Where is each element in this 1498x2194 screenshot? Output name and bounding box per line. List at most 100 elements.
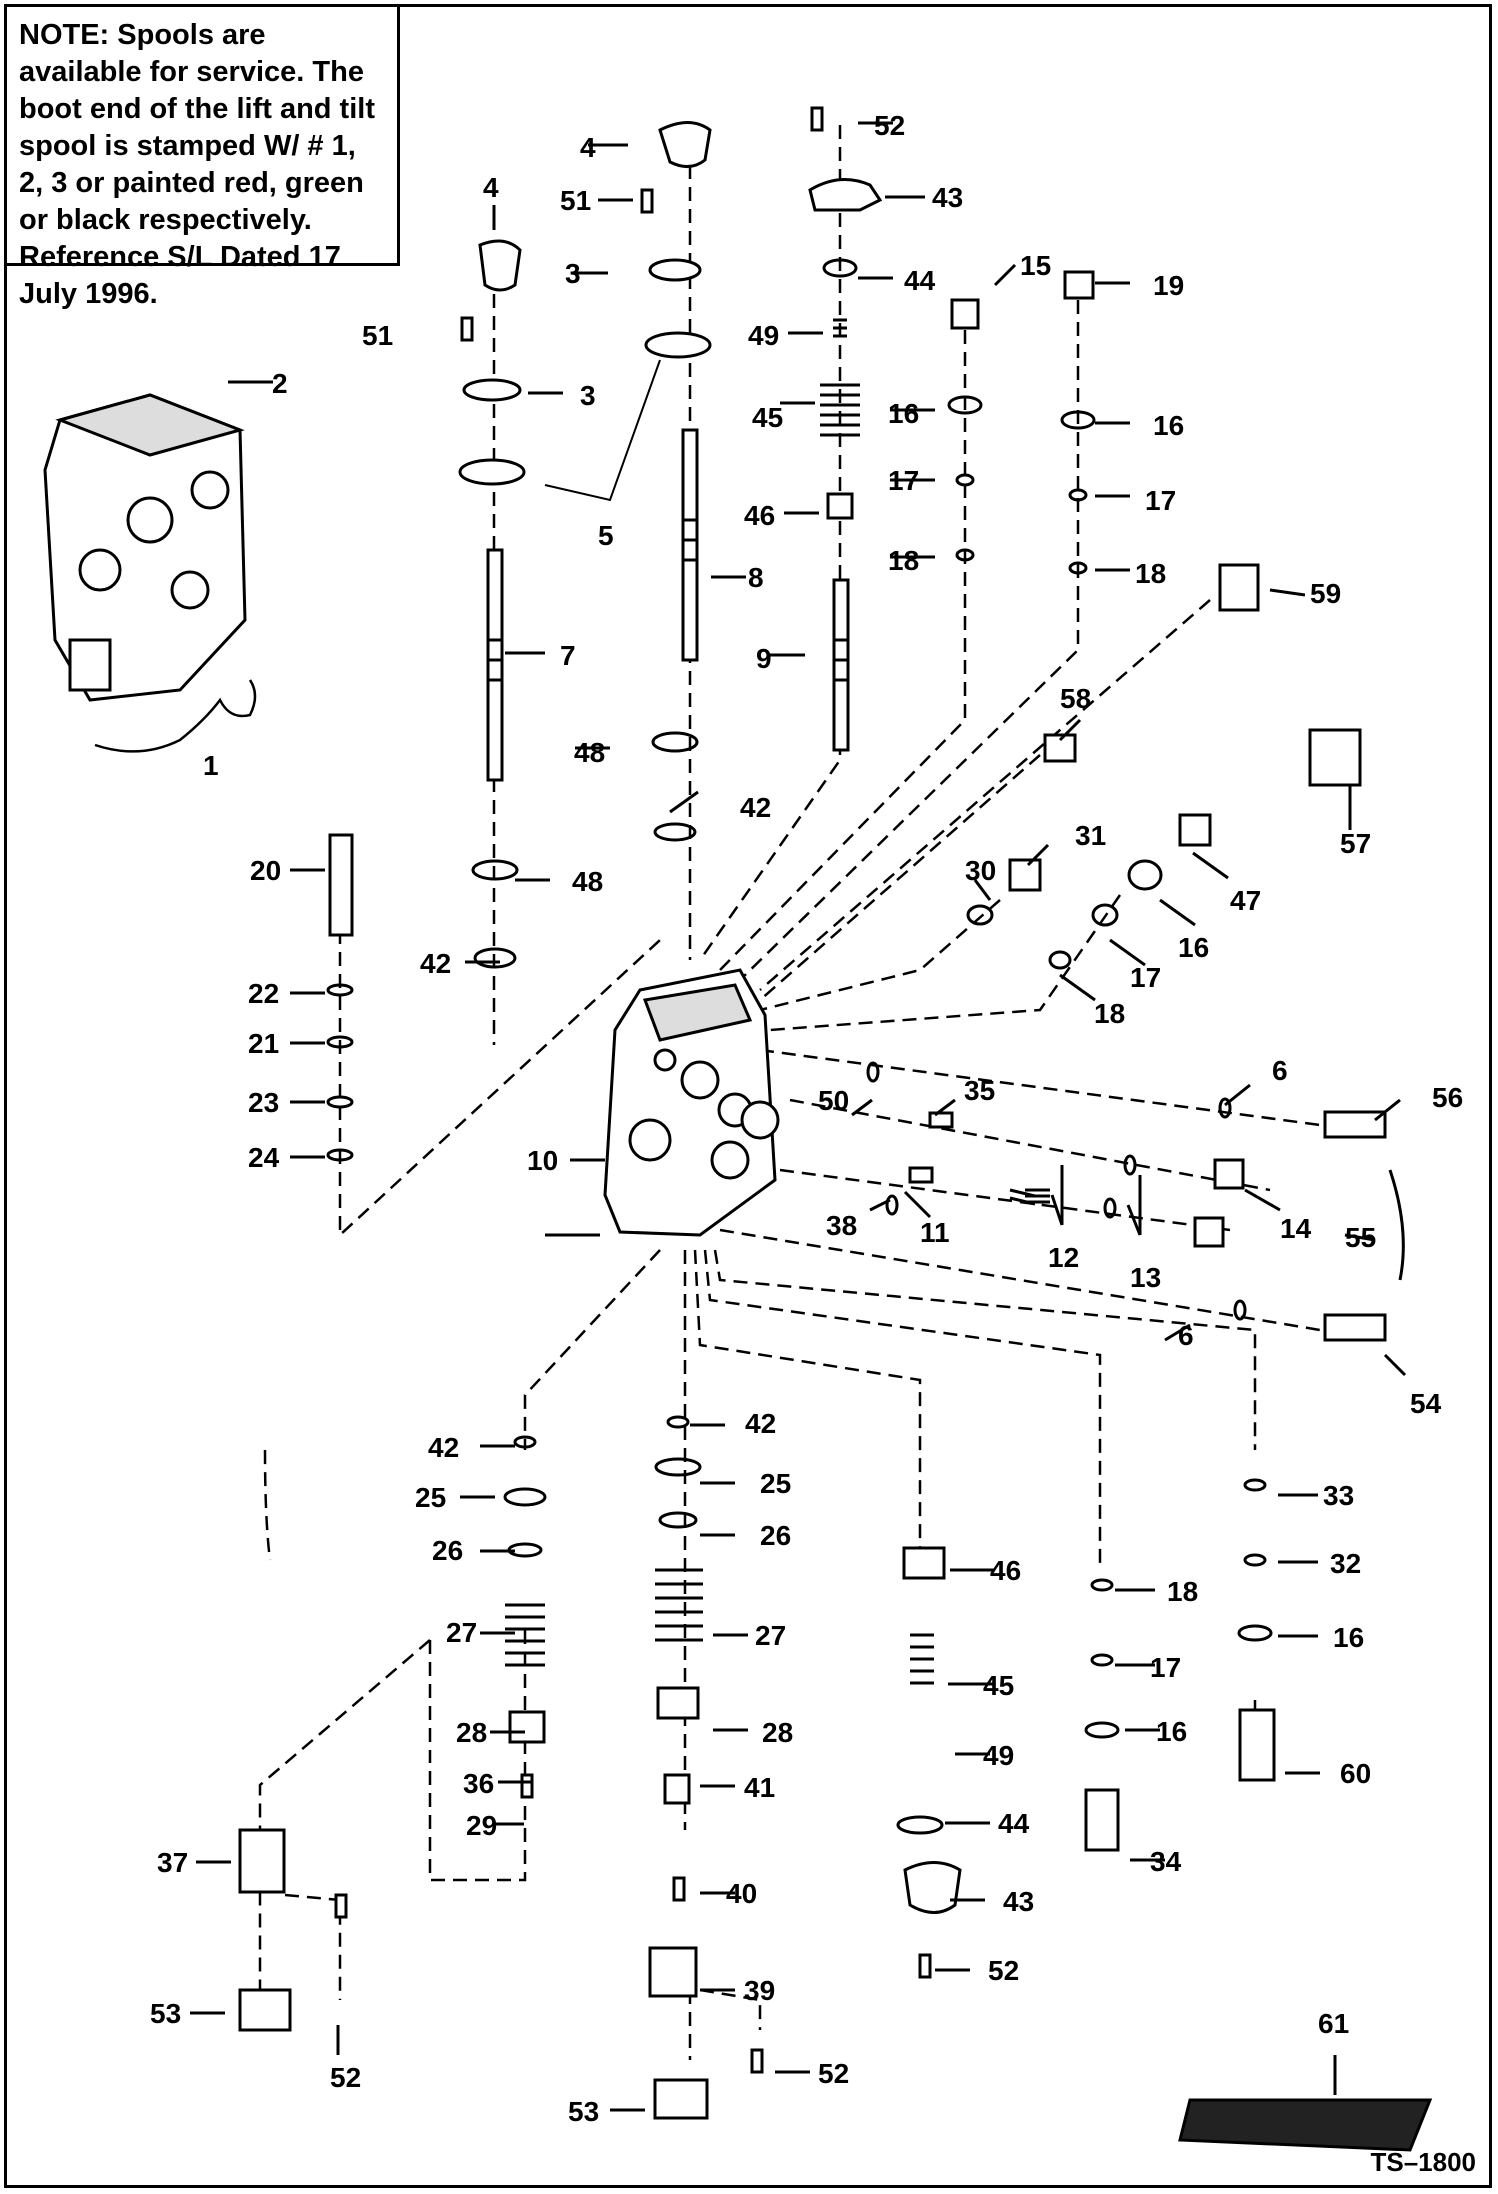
callout-4-upper: 4 — [580, 132, 596, 163]
callout-25-center: 25 — [760, 1468, 792, 1499]
callout-41: 41 — [744, 1772, 776, 1803]
callout-46-lower: 46 — [990, 1555, 1022, 1586]
callout-45-upper: 45 — [752, 402, 784, 433]
callout-9: 9 — [756, 643, 772, 674]
cap-46-upper — [826, 492, 854, 520]
callout-7: 7 — [560, 640, 576, 671]
switch-60 — [1238, 1708, 1276, 1782]
callout-16-right: 16 — [1333, 1622, 1365, 1653]
spring-27-left — [505, 1603, 545, 1667]
callout-26-center: 26 — [760, 1520, 792, 1551]
sleeve-28-center — [656, 1686, 700, 1720]
callout-35: 35 — [964, 1075, 996, 1106]
callout-2: 2 — [272, 368, 288, 399]
callout-44-lower: 44 — [998, 1808, 1030, 1839]
callout-58: 58 — [1060, 683, 1092, 714]
callout-17-col-d: 17 — [888, 465, 920, 496]
switch-57 — [1308, 728, 1362, 787]
callout-42-upper: 42 — [740, 792, 772, 823]
callout-24: 24 — [248, 1142, 280, 1173]
callout-22: 22 — [248, 978, 280, 1009]
callout-3-lower: 3 — [580, 380, 596, 411]
cap-43-lower — [903, 1861, 962, 1914]
callout-45-lower: 45 — [983, 1670, 1015, 1701]
valve-body — [603, 968, 780, 1237]
callout-52-bottom-center: 52 — [818, 2058, 850, 2089]
callout-46-upper: 46 — [744, 500, 776, 531]
callout-27-center: 27 — [755, 1620, 787, 1651]
spring-45-upper — [820, 383, 860, 437]
cap-53-center — [653, 2078, 709, 2120]
drawing-frame — [4, 4, 1492, 2188]
plate-3-upper — [648, 258, 702, 282]
fitting-54 — [1323, 1313, 1387, 1342]
callout-15: 15 — [1020, 250, 1052, 281]
callout-21: 21 — [248, 1028, 280, 1059]
housing-37 — [238, 1828, 286, 1894]
callout-32: 32 — [1330, 1548, 1362, 1579]
callout-42-left: 42 — [420, 948, 452, 979]
tube-55 — [1388, 1169, 1405, 1281]
callout-50: 50 — [818, 1085, 850, 1116]
spool-7 — [486, 548, 504, 782]
callout-5: 5 — [598, 520, 614, 551]
callout-29: 29 — [466, 1810, 498, 1841]
callout-34: 34 — [1150, 1846, 1182, 1877]
cap-53-left — [238, 1988, 292, 2032]
callout-53-left: 53 — [150, 1998, 182, 2029]
callout-28-left: 28 — [456, 1717, 488, 1748]
sleeve-28-left — [508, 1710, 546, 1744]
cap-4-lower — [478, 239, 522, 292]
plate-3-lower — [462, 378, 522, 402]
spool-8 — [681, 428, 699, 662]
plate-5-lower — [458, 458, 526, 486]
callout-48-lower: 48 — [572, 866, 604, 897]
plug-19 — [1063, 270, 1095, 300]
drawing-code: TS–1800 — [1370, 2147, 1476, 2177]
callout-49-upper: 49 — [748, 320, 780, 351]
callout-53-center: 53 — [568, 2096, 600, 2127]
spring-27-center — [655, 1568, 703, 1642]
callout-18-col-e: 18 — [1135, 558, 1167, 589]
plug-41 — [663, 1773, 691, 1805]
callout-16-lower: 16 — [1156, 1716, 1188, 1747]
callout-44-upper: 44 — [904, 265, 936, 296]
fitting-56 — [1323, 1110, 1387, 1139]
callout-14: 14 — [1280, 1213, 1312, 1244]
callout-61: 61 — [1318, 2008, 1350, 2039]
callout-3-upper: 3 — [565, 258, 581, 289]
callout-57: 57 — [1340, 828, 1372, 859]
spring-12-lower — [1009, 1188, 1036, 1206]
callout-12: 12 — [1048, 1242, 1080, 1273]
callout-43-upper: 43 — [932, 182, 964, 213]
callout-6-upper: 6 — [1272, 1055, 1288, 1086]
callout-39: 39 — [744, 1975, 776, 2006]
callout-52-top: 52 — [874, 110, 906, 141]
callout-25-left: 25 — [415, 1482, 447, 1513]
callout-51-lower: 51 — [362, 320, 394, 351]
callout-16-col-e: 16 — [1153, 410, 1185, 441]
cap-43-upper — [808, 178, 883, 212]
spool-stripes — [488, 518, 848, 682]
callout-38: 38 — [826, 1210, 858, 1241]
callout-40: 40 — [726, 1878, 758, 1909]
callout-49-lower: 49 — [983, 1740, 1015, 1771]
spool-9 — [832, 578, 850, 752]
callout-18-col-d: 18 — [888, 545, 920, 576]
callout-30: 30 — [965, 855, 997, 886]
cartridge-20 — [328, 833, 354, 937]
callout-52-bottom-right: 52 — [988, 1955, 1020, 1986]
callout-1: 1 — [203, 750, 219, 781]
callout-20: 20 — [250, 855, 282, 886]
spring-45-lower — [910, 1633, 934, 1685]
poppet-11 — [908, 1166, 934, 1184]
callout-6-lower: 6 — [1178, 1320, 1194, 1351]
callout-23: 23 — [248, 1087, 280, 1118]
callout-42-lower-center: 42 — [745, 1408, 777, 1439]
callout-60: 60 — [1340, 1758, 1372, 1789]
fitting-34 — [1084, 1788, 1120, 1852]
callout-42-lower-left: 42 — [428, 1432, 460, 1463]
note-text: Spools are available for service. The bo… — [19, 19, 375, 310]
poppet-35 — [928, 1111, 954, 1129]
